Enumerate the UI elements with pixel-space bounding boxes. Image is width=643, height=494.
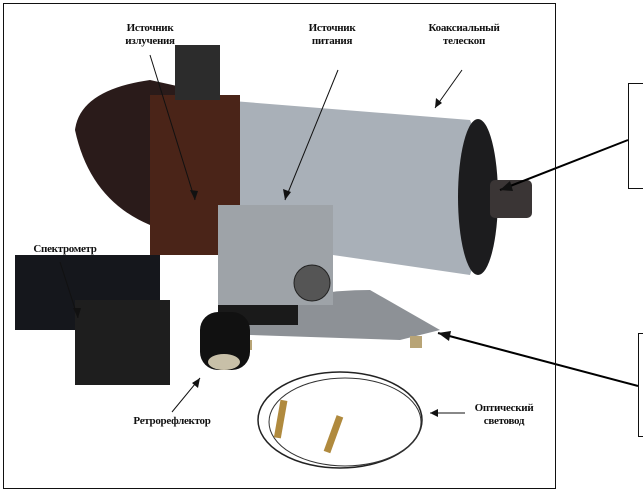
label-line: излучения: [125, 35, 175, 47]
label-line: световод: [483, 415, 525, 427]
radiation-source-top: [175, 45, 220, 100]
callout-box-top: [628, 83, 643, 189]
label-telescope: Коаксиальный телескоп: [416, 22, 512, 48]
label-line: Оптический: [474, 402, 534, 414]
label-line: телескоп: [443, 35, 485, 47]
callout-box-bottom: [638, 333, 643, 437]
label-spectrometer: Спектрометр: [33, 243, 97, 255]
retroreflector-device: [200, 312, 250, 370]
label-line: питания: [311, 35, 353, 47]
label-line: Источник: [126, 22, 174, 34]
figure-frame: [3, 3, 556, 489]
label-radiation-source: Источник излучения: [108, 22, 192, 48]
label-line: Коаксиальный: [428, 22, 500, 34]
callout-lines: [437, 139, 639, 387]
fan-grille: [293, 264, 331, 302]
label-retroreflector: Ретрорефлектор: [133, 415, 211, 427]
telescope-front-cap: [458, 119, 498, 275]
label-line: Источник: [308, 22, 356, 34]
fiber-coil: [257, 371, 423, 469]
arrowheads: [73, 98, 513, 417]
label-power-source: Источник питания: [296, 22, 368, 48]
label-optical-fiber: Оптический световод: [468, 402, 540, 428]
